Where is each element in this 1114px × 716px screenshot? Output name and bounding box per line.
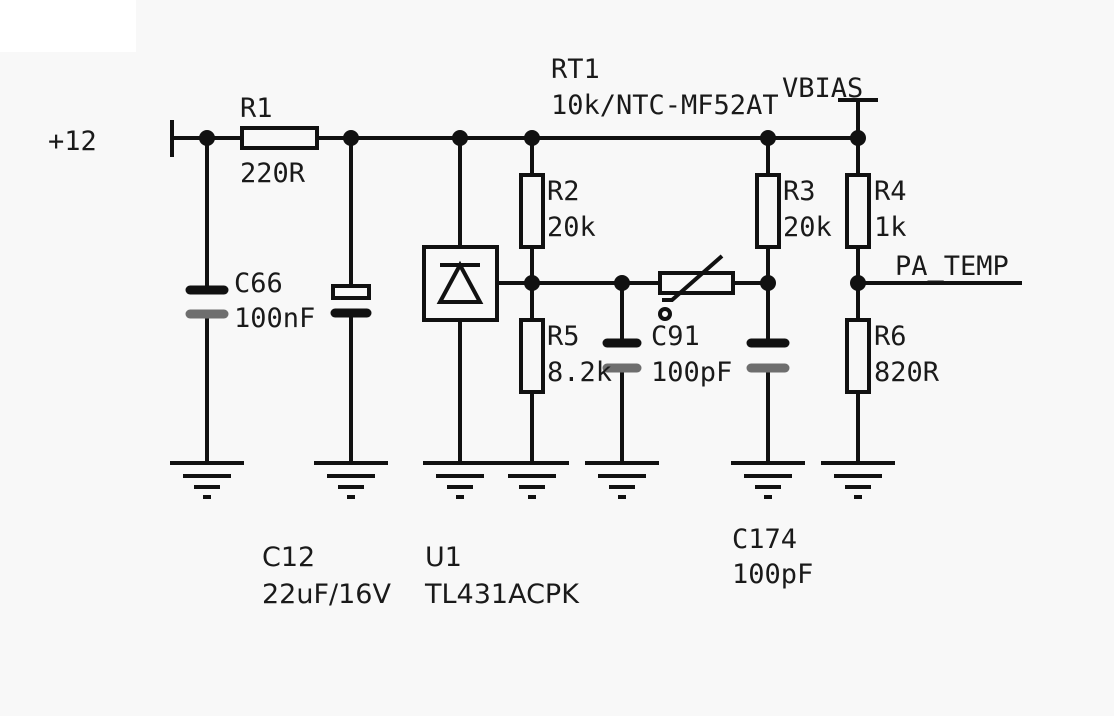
c66-ref: C66 [234, 268, 283, 299]
c174-value: 100pF [732, 559, 813, 590]
u1-shunt-regulator[interactable] [422, 245, 499, 322]
junctions [199, 130, 866, 291]
r1-ref: R1 [240, 93, 273, 124]
pa-temp-label: PA_TEMP [895, 251, 1009, 282]
r3-ref: R3 [783, 176, 816, 207]
c66-value: 100nF [234, 303, 315, 334]
c66-capacitor[interactable] [185, 285, 229, 319]
r3-value: 20k [783, 212, 832, 243]
r2-ref: R2 [547, 176, 580, 207]
rt1-ref: RT1 [551, 54, 600, 85]
r5-ref: R5 [547, 321, 580, 352]
r6-ref: R6 [874, 321, 907, 352]
r2-resistor[interactable] [519, 173, 545, 249]
u1-ref: U1 [425, 542, 462, 573]
r4-resistor[interactable] [845, 173, 871, 249]
r5-resistor[interactable] [519, 318, 545, 394]
vbias-label: VBIAS [782, 73, 863, 104]
r4-value: 1k [874, 212, 907, 243]
c174-capacitor[interactable] [746, 338, 790, 373]
blank-corner [0, 0, 136, 52]
r6-value: 820R [874, 357, 940, 388]
c12-value: 22uF/16V [262, 579, 391, 610]
input-power-label: +12 [48, 126, 97, 157]
ground-symbols [170, 461, 895, 499]
r5-value: 8.2k [547, 357, 612, 388]
r4-ref: R4 [874, 176, 907, 207]
u1-value: TL431ACPK [424, 579, 580, 610]
c91-value: 100pF [651, 357, 732, 388]
r1-resistor[interactable] [240, 126, 319, 150]
c12-ref: C12 [262, 542, 315, 573]
rt1-value: 10k/NTC-MF52AT [551, 90, 779, 121]
c12-electrolytic-capacitor[interactable] [330, 284, 372, 318]
r6-resistor[interactable] [845, 318, 871, 394]
c174-ref: C174 [732, 524, 797, 555]
c91-ref: C91 [651, 321, 700, 352]
c91-capacitor[interactable] [602, 338, 642, 373]
r3-resistor[interactable] [755, 173, 781, 249]
r2-value: 20k [547, 212, 596, 243]
rt1-thermistor[interactable] [658, 254, 735, 321]
r1-value: 220R [240, 158, 306, 189]
